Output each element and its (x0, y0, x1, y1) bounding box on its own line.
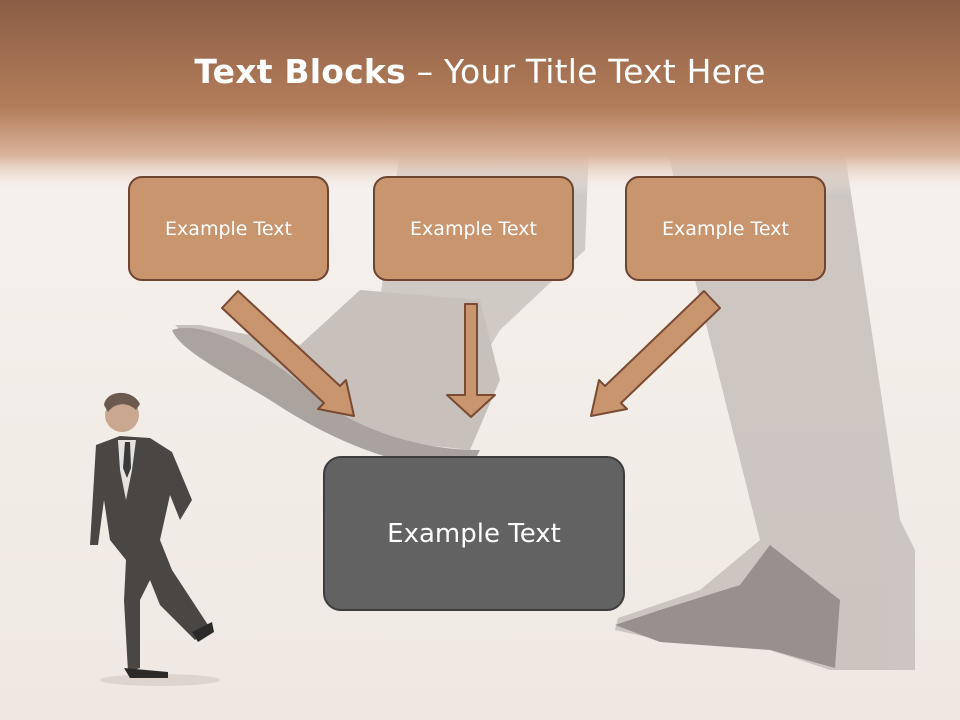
text-block-center-label: Example Text (387, 518, 561, 549)
text-block-1-label: Example Text (165, 217, 292, 240)
header-band (0, 0, 960, 195)
text-block-center: Example Text (323, 456, 625, 611)
text-block-1: Example Text (128, 176, 329, 281)
page-title: Text Blocks – Your Title Text Here (0, 52, 960, 91)
text-block-3-label: Example Text (662, 217, 789, 240)
text-block-2-label: Example Text (410, 217, 537, 240)
title-dash: – (405, 52, 444, 91)
title-bold: Text Blocks (194, 52, 406, 91)
text-block-2: Example Text (373, 176, 574, 281)
title-regular: Your Title Text Here (443, 52, 766, 91)
text-block-3: Example Text (625, 176, 826, 281)
businessman-illustration (90, 392, 220, 686)
